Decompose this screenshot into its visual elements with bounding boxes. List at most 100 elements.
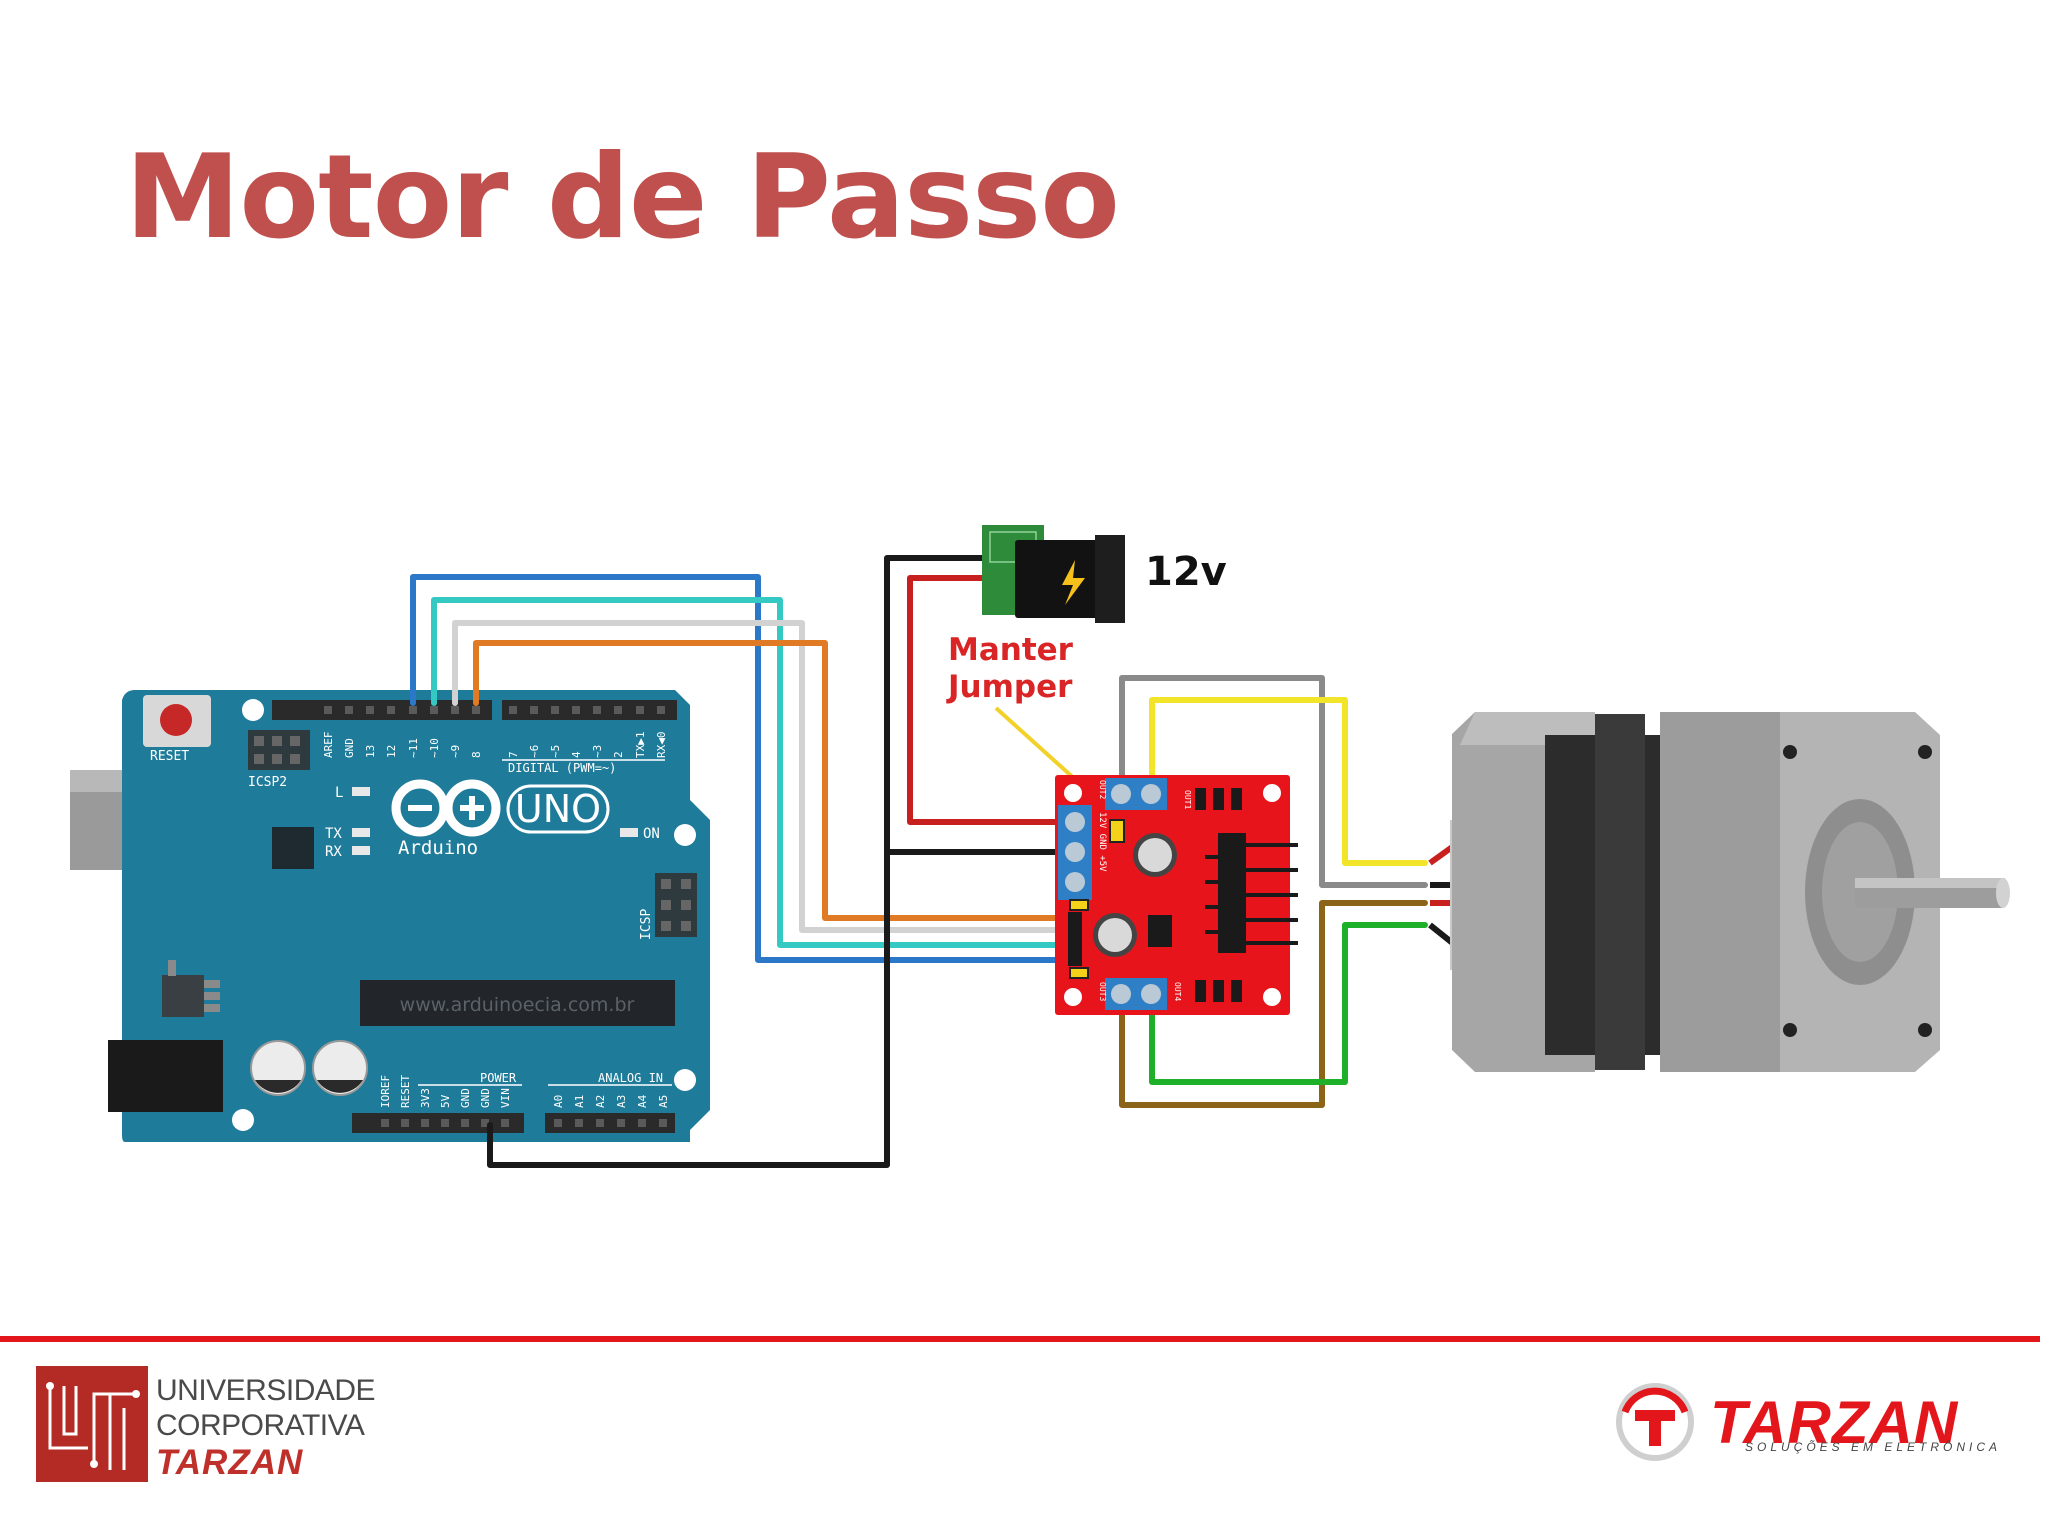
digital-pin-label: ~5 [549,745,562,758]
usb-chip [272,827,314,869]
digital-pin [530,706,538,714]
analog-pin-label: A3 [615,1095,628,1108]
pin-label: RESET [399,1075,412,1108]
digital-header-right [502,700,677,720]
analog-pin-label: A0 [552,1095,565,1108]
stepper-motor [1450,712,2010,1072]
digital-pin-label: RX◀0 [655,732,668,759]
universidade-tarzan-logo-text: UNIVERSIDADE CORPORATIVA TARZAN [156,1374,376,1483]
pin-label: GND [479,1088,492,1108]
tarzan-brand-name: TARZAN [1710,1389,1959,1456]
analog-pin [659,1119,667,1127]
analog-pin [554,1119,562,1127]
wire-orange-pin8 [473,640,1068,921]
digital-pin-label: 8 [470,751,483,758]
pin-label: GND [459,1088,472,1108]
website-text: www.arduinoecia.com.br [400,994,635,1016]
digital-pin [636,706,644,714]
digital-pin [451,706,459,714]
out2-label: OUT2 [1098,780,1107,799]
digital-pin [657,706,665,714]
digital-pin [430,706,438,714]
analog-header [545,1113,675,1133]
analog-pin [575,1119,583,1127]
header-pin [401,1119,409,1127]
logo-line-corporativa: CORPORATIVA [156,1408,365,1442]
dc-power-jack [108,1040,223,1112]
pin-label: IOREF [379,1075,392,1108]
tarzan-emblem-icon [1616,1383,1694,1461]
digital-pin-label: 7 [507,751,520,758]
arduino-pcb [122,690,710,1142]
header-pin [501,1119,509,1127]
power-terminal-label: 12V GND +5V [1097,812,1107,872]
slide-title: Motor de Passo [125,130,1120,265]
led-tx-label: TX [325,826,342,842]
digital-pin [387,706,395,714]
note-manter: Manter [948,632,1074,668]
digital-header-left [272,700,492,720]
digital-pin [409,706,417,714]
digital-pin [345,706,353,714]
header-pin [441,1119,449,1127]
analog-pin-label: A4 [636,1094,649,1108]
analog-pin [617,1119,625,1127]
power-voltage-label: 12v [1145,549,1227,595]
digital-pin-label: AREF [322,732,335,759]
analog-pin [638,1119,646,1127]
analog-pin-label: A2 [594,1095,607,1108]
digital-pin-label: GND [343,738,356,758]
power-jumper [1109,819,1125,843]
analog-label: ANALOG IN [598,1071,663,1085]
digital-pin [324,706,332,714]
header-pin [381,1119,389,1127]
header-pin [461,1119,469,1127]
reset-label: RESET [150,749,189,764]
digital-pin-label: ~3 [591,745,604,758]
wire-red-12v [907,575,1068,825]
digital-pin [614,706,622,714]
arduino-brand-text: Arduino [398,837,478,859]
digital-pin-label: 4 [570,751,583,758]
pin-label: 3V3 [419,1088,432,1108]
led-on-label: ON [643,826,660,842]
lightning-icon [1062,560,1085,605]
digital-pin-label: 2 [612,751,625,758]
logo-line-tarzan: TARZAN [156,1443,304,1482]
pin-label: VIN [499,1088,512,1108]
l298n-driver-board: OUT1 OUT2 OUT3 OUT4 12V GND +5V [1055,775,1298,1015]
wire-green-out4 [1149,922,1428,1085]
wire-gray-out1 [1119,675,1428,888]
out3-label: OUT3 [1098,982,1107,1001]
wire-cyan-pin10 [431,597,1068,948]
analog-pin-label: A5 [657,1095,670,1108]
digital-pin-label: ~9 [449,745,462,758]
digital-pin-label: TX▶1 [634,732,647,759]
digital-pin [472,706,480,714]
atmega-chip [360,980,675,1026]
digital-pin-label: ~11 [407,738,420,758]
digital-pin [509,706,517,714]
analog-pin-label: A1 [573,1095,586,1108]
header-pin [481,1119,489,1127]
digital-pin [572,706,580,714]
wire-blue-pin11 [410,574,1068,963]
wire-black-gnd [487,555,988,1168]
digital-pin [551,706,559,714]
led-rx-label: RX [325,844,342,860]
digital-pin-label: 13 [364,745,377,758]
out4-label: OUT4 [1173,982,1182,1001]
digital-pin [366,706,374,714]
digital-pin [593,706,601,714]
uno-text: UNO [515,787,601,831]
icsp2-label: ICSP2 [248,775,287,790]
pin-label: 5V [439,1094,452,1108]
wire-yellow-out2 [1149,697,1428,866]
digital-pin-label: 12 [385,745,398,758]
digital-pin-label: ~10 [428,738,441,758]
logo-line-universidade: UNIVERSIDADE [156,1374,376,1407]
dc-jack-12v [982,525,1125,623]
digital-label: DIGITAL (PWM=~) [508,761,616,775]
digital-pin-label: ~6 [528,745,541,758]
